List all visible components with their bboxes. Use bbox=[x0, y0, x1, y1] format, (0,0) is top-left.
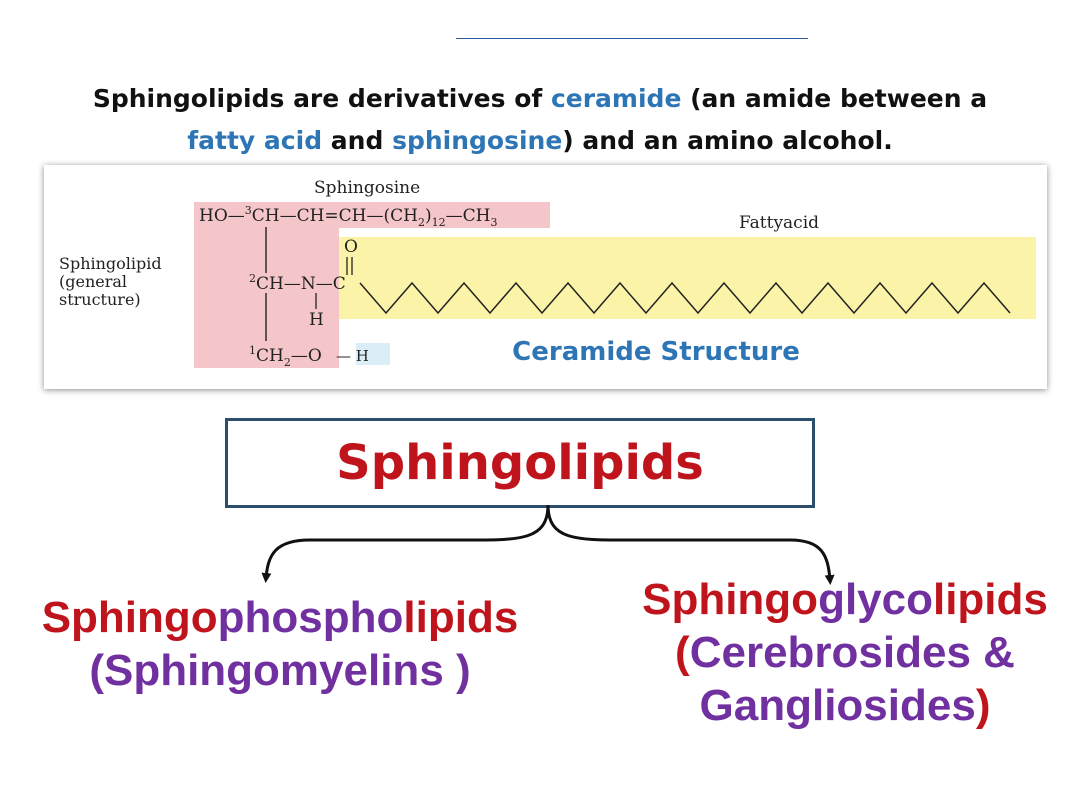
formula-line1-d: —CH bbox=[446, 206, 491, 226]
general-structure-label-1: Sphingolipid bbox=[59, 254, 162, 273]
intro-part-3: and bbox=[322, 126, 393, 155]
general-structure-label-2: (general bbox=[59, 272, 127, 291]
arrow-to-sphingoglycolipids bbox=[546, 504, 835, 585]
sphingophospholipids-branch: Sphingophospholipids (Sphingomyelins ) bbox=[0, 592, 560, 698]
right-line1-c: lipids bbox=[932, 575, 1048, 624]
term-sphingosine: sphingosine bbox=[392, 126, 563, 155]
formula-line3-sub: 2 bbox=[284, 356, 291, 369]
left-line1-b: phospho bbox=[217, 593, 404, 642]
fatty-acid-chain bbox=[359, 281, 1011, 315]
formula-line3-b: —O bbox=[291, 346, 322, 366]
formula-line1-sup: 3 bbox=[245, 204, 252, 217]
intro-part-1: Sphingolipids are derivatives of bbox=[92, 84, 551, 113]
hydroxyl-h-highlight bbox=[356, 343, 390, 365]
arrow-to-sphingophospholipids bbox=[261, 504, 550, 583]
right-line1-a: Sphingo bbox=[642, 575, 819, 624]
amide-hydrogen: H bbox=[309, 310, 324, 330]
left-line1-c: lipids bbox=[403, 593, 519, 642]
formula-line1-b: CH—CH=CH—(CH bbox=[252, 206, 418, 226]
sphingosine-chain-formula: HO—3CH—CH=CH—(CH2)12—CH3 bbox=[199, 204, 497, 229]
intro-part-4: ) and an amino alcohol. bbox=[562, 126, 893, 155]
formula-line2: CH—N—C bbox=[256, 274, 346, 294]
amide-linkage-formula: 2CH—N—C bbox=[249, 272, 346, 294]
right-line3-close: ) bbox=[975, 680, 991, 730]
fatty-acid-region bbox=[339, 237, 1036, 319]
sphingolipids-root-label: Sphingolipids bbox=[336, 435, 704, 491]
general-structure-label-3: structure) bbox=[59, 290, 141, 309]
term-fatty-acid: fatty acid bbox=[187, 126, 323, 155]
formula-line2-sup: 2 bbox=[249, 272, 256, 285]
formula-line3-a: CH bbox=[256, 346, 284, 366]
carbonyl-oxygen: O bbox=[344, 237, 358, 257]
fatty-acid-label: Fattyacid bbox=[739, 213, 819, 233]
left-line2: (Sphingomyelins ) bbox=[89, 645, 471, 695]
term-ceramide: ceramide bbox=[550, 84, 682, 113]
ceramide-structure-diagram: Sphingosine Fattyacid Sphingolipid (gene… bbox=[59, 178, 1036, 369]
sphingoglycolipids-branch: Sphingoglycolipids (Cerebrosides & Gangl… bbox=[610, 574, 1080, 732]
top-divider-line bbox=[456, 38, 808, 39]
sphingosine-label: Sphingosine bbox=[314, 178, 420, 198]
right-line2-text: Cerebrosides & bbox=[689, 627, 1015, 677]
hydroxyl-formula: 1CH2—O bbox=[249, 344, 322, 369]
sphingolipids-root-box: Sphingolipids bbox=[225, 418, 815, 508]
left-line1-a: Sphingo bbox=[41, 593, 218, 642]
ceramide-structure-panel: Sphingosine Fattyacid Sphingolipid (gene… bbox=[44, 165, 1047, 389]
right-line2-open: ( bbox=[675, 627, 690, 677]
formula-line1-sub3: 3 bbox=[490, 216, 497, 229]
formula-line3-sup: 1 bbox=[249, 344, 256, 357]
formula-line1-c: ) bbox=[425, 206, 432, 226]
sphingosine-region-top bbox=[194, 202, 550, 228]
formula-line1-sub2: 12 bbox=[432, 216, 446, 229]
intro-text: Sphingolipids are derivatives of ceramid… bbox=[40, 78, 1040, 162]
hydroxyl-hydrogen: — H bbox=[336, 347, 369, 365]
right-line1-b: glyco bbox=[818, 575, 933, 624]
intro-part-2: (an amide between a bbox=[681, 84, 988, 113]
right-line3-text: Gangliosides bbox=[699, 680, 976, 730]
ceramide-structure-caption: Ceramide Structure bbox=[512, 337, 800, 367]
formula-line1-a: HO— bbox=[199, 206, 245, 226]
formula-line1-sub: 2 bbox=[418, 216, 425, 229]
